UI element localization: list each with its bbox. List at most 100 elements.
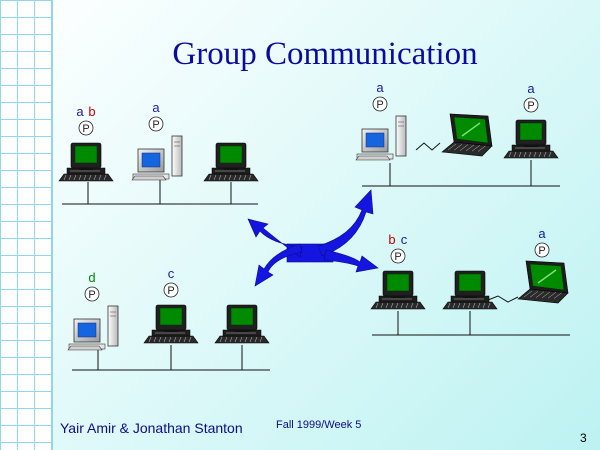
key-row xyxy=(453,144,463,151)
process-label: P xyxy=(167,285,174,297)
key-row xyxy=(553,292,563,299)
key-row xyxy=(233,174,237,181)
laptop-computer xyxy=(441,113,493,157)
key-row xyxy=(219,336,223,343)
monitor-stand xyxy=(224,168,238,170)
key-row xyxy=(238,174,242,181)
key-row xyxy=(385,302,389,309)
key-row xyxy=(533,151,537,158)
monitor-stand xyxy=(164,330,178,332)
laptop-cable xyxy=(415,142,441,151)
key-row xyxy=(467,302,471,309)
key-row xyxy=(68,174,72,181)
desktop-computer xyxy=(214,304,270,344)
key-row xyxy=(487,302,491,309)
key-row xyxy=(523,151,527,158)
monitor-stand xyxy=(391,296,405,298)
workstation-computer: Pa xyxy=(355,80,407,161)
screen xyxy=(141,152,161,168)
key-row xyxy=(465,144,475,152)
key-row xyxy=(259,336,263,343)
workstation-computer: Pa xyxy=(131,100,183,181)
footer-authors: Yair Amir & Jonathan Stanton xyxy=(60,420,243,436)
screen xyxy=(458,273,482,292)
keyboard xyxy=(67,345,103,351)
key-row xyxy=(375,302,379,309)
key-row xyxy=(178,336,182,343)
key-row xyxy=(224,336,228,343)
group-label: a xyxy=(538,226,546,241)
screen xyxy=(365,132,385,148)
group-label: d xyxy=(88,270,95,285)
keyboard xyxy=(131,175,167,181)
key-row xyxy=(523,290,533,298)
process-node xyxy=(148,116,164,132)
key-row xyxy=(248,174,252,181)
key-row xyxy=(93,174,97,181)
key-row xyxy=(541,291,551,299)
key-row xyxy=(148,336,152,343)
group-label: c xyxy=(401,232,408,247)
key-row xyxy=(228,174,232,181)
group-label: b xyxy=(388,232,395,247)
process-node xyxy=(390,248,406,264)
key-row xyxy=(405,302,409,309)
process-node xyxy=(372,96,388,112)
arrow-up-left xyxy=(247,218,303,258)
key-row xyxy=(103,174,107,181)
key-row xyxy=(457,302,461,309)
group-label: a xyxy=(527,81,535,96)
key-row xyxy=(168,336,172,343)
key-row xyxy=(535,291,545,298)
key-row xyxy=(380,302,384,309)
key-row xyxy=(163,336,167,343)
workstation-computer: Pd xyxy=(67,270,119,351)
key-row xyxy=(415,302,419,309)
key-row xyxy=(173,336,177,343)
process-label: P xyxy=(376,99,383,111)
key-row xyxy=(543,151,547,158)
key-row xyxy=(223,174,227,181)
key-row xyxy=(472,302,476,309)
slide-title: Group Communication xyxy=(172,36,478,72)
key-row xyxy=(528,151,532,158)
process-label: P xyxy=(538,245,545,257)
desktop-computer: Pa xyxy=(503,81,559,159)
screen xyxy=(74,145,98,164)
key-row xyxy=(477,145,487,152)
key-row xyxy=(213,174,217,181)
key-row xyxy=(400,302,404,309)
key-row xyxy=(88,174,92,181)
group-label: a xyxy=(152,100,160,115)
process-node xyxy=(534,242,550,258)
arrow-right xyxy=(323,249,379,273)
key-row xyxy=(508,151,512,158)
key-row xyxy=(395,302,399,309)
group-label: a xyxy=(76,104,84,119)
tower xyxy=(171,135,183,177)
tower xyxy=(395,115,407,157)
group-label: c xyxy=(168,266,175,281)
key-row xyxy=(547,292,557,299)
group-label: b xyxy=(88,104,95,119)
key-row xyxy=(183,336,187,343)
key-row xyxy=(538,151,542,158)
screen-glare xyxy=(461,122,481,137)
grid-decoration xyxy=(0,0,53,450)
key-row xyxy=(208,174,212,181)
arrow-up-right xyxy=(317,189,374,257)
key-row xyxy=(462,302,466,309)
process-node xyxy=(163,282,179,298)
network-bottom-left: Pd Pc xyxy=(67,266,270,351)
arrow-down-left xyxy=(254,243,303,287)
key-row xyxy=(98,174,102,181)
key-row xyxy=(452,302,456,309)
process-node xyxy=(523,97,539,113)
key-row xyxy=(548,151,552,158)
